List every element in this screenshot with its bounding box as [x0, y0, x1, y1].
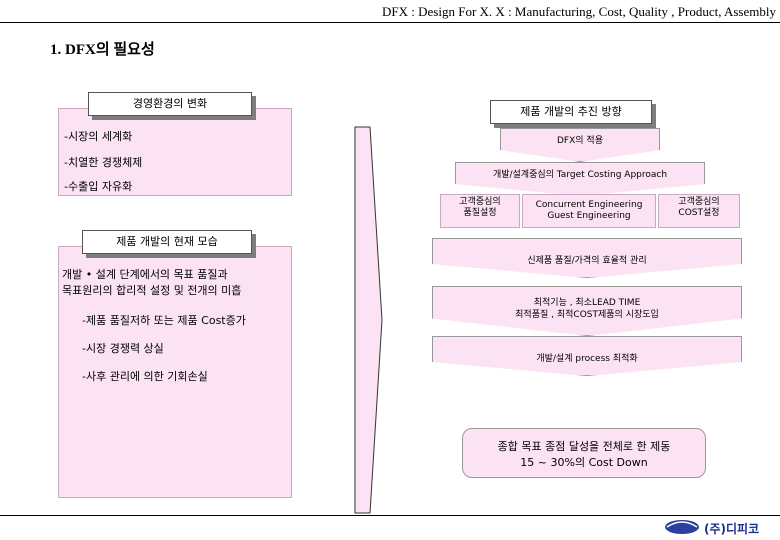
environment-item-1: -시장의 세계화	[64, 130, 133, 143]
optimal-function-line-1: 최적기능 , 최소LEAD TIME	[533, 298, 641, 308]
customer-cost-line-1: 고객중심의	[678, 197, 720, 207]
goal-line-1: 종합 목표 종점 달성을 전체로 한 제동	[497, 440, 671, 453]
dfx-apply-banner: DFX의 적용	[500, 128, 660, 162]
customer-cost-line-2: COST설정	[678, 208, 720, 218]
right-arrow-shape	[354, 126, 383, 514]
current-state-panel	[58, 246, 292, 498]
current-state-item-2: -시장 경쟁력 상실	[82, 342, 164, 355]
footer-divider	[0, 515, 780, 516]
target-costing-banner: 개발/설계중심의 Target Costing Approach	[455, 162, 705, 196]
current-state-intro-2: 목표원리의 합리적 설정 및 전개의 미흡	[62, 284, 242, 297]
new-product-management-banner: 신제품 품질/가격의 효율적 관리	[432, 238, 742, 278]
environment-change-label-box: 경영환경의 변화	[88, 92, 252, 116]
customer-quality-line-1: 고객중심의	[459, 197, 501, 207]
company-name: (주)디피코	[704, 522, 760, 536]
dfx-apply-text: DFX의 적용	[557, 136, 603, 146]
current-state-item-3: -사후 관리에 의한 기회손실	[82, 370, 208, 383]
header-title: DFX : Design For X. X : Manufacturing, C…	[382, 4, 776, 19]
current-state-item-1: -제품 품질저하 또는 제품 Cost증가	[82, 314, 246, 327]
concurrent-engineering-line-1: Concurrent Engineering	[535, 200, 643, 210]
section-title: 1. DFX의 필요성	[50, 42, 155, 58]
direction-label: 제품 개발의 추진 방향	[520, 105, 622, 118]
optimal-function-line-2: 최적품질 , 최적COST제품의 시장도입	[515, 310, 659, 320]
target-costing-text: 개발/설계중심의 Target Costing Approach	[492, 170, 668, 180]
customer-cost-card: 고객중심의 COST설정	[658, 194, 740, 228]
process-optimization-banner: 개발/설계 process 최적화	[432, 336, 742, 376]
current-state-label-box: 제품 개발의 현재 모습	[82, 230, 252, 254]
customer-quality-line-2: 품질설정	[463, 208, 497, 218]
current-state-intro-1: 개발 • 설계 단계에서의 목표 품질과	[62, 268, 228, 281]
goal-box: 종합 목표 종점 달성을 전체로 한 제동 15 ~ 30%의 Cost Dow…	[462, 428, 706, 478]
process-optimization-text: 개발/설계 process 최적화	[536, 354, 638, 364]
company-logo	[664, 519, 700, 535]
environment-change-panel	[58, 108, 292, 196]
optimal-function-banner: 최적기능 , 최소LEAD TIME 최적품질 , 최적COST제품의 시장도입	[432, 286, 742, 336]
customer-quality-card: 고객중심의 품질설정	[440, 194, 520, 228]
environment-change-label: 경영환경의 변화	[132, 97, 208, 110]
concurrent-engineering-line-2: Guest Engineering	[547, 211, 631, 221]
environment-item-2: -치열한 경쟁체제	[64, 156, 143, 169]
header-divider	[0, 22, 780, 23]
current-state-label: 제품 개발의 현재 모습	[116, 235, 218, 248]
environment-item-3: -수출입 자유화	[64, 180, 133, 193]
goal-line-2: 15 ~ 30%의 Cost Down	[520, 456, 648, 469]
new-product-management-text: 신제품 품질/가격의 효율적 관리	[527, 256, 647, 266]
direction-label-box: 제품 개발의 추진 방향	[490, 100, 652, 124]
concurrent-engineering-card: Concurrent Engineering Guest Engineering	[522, 194, 656, 228]
